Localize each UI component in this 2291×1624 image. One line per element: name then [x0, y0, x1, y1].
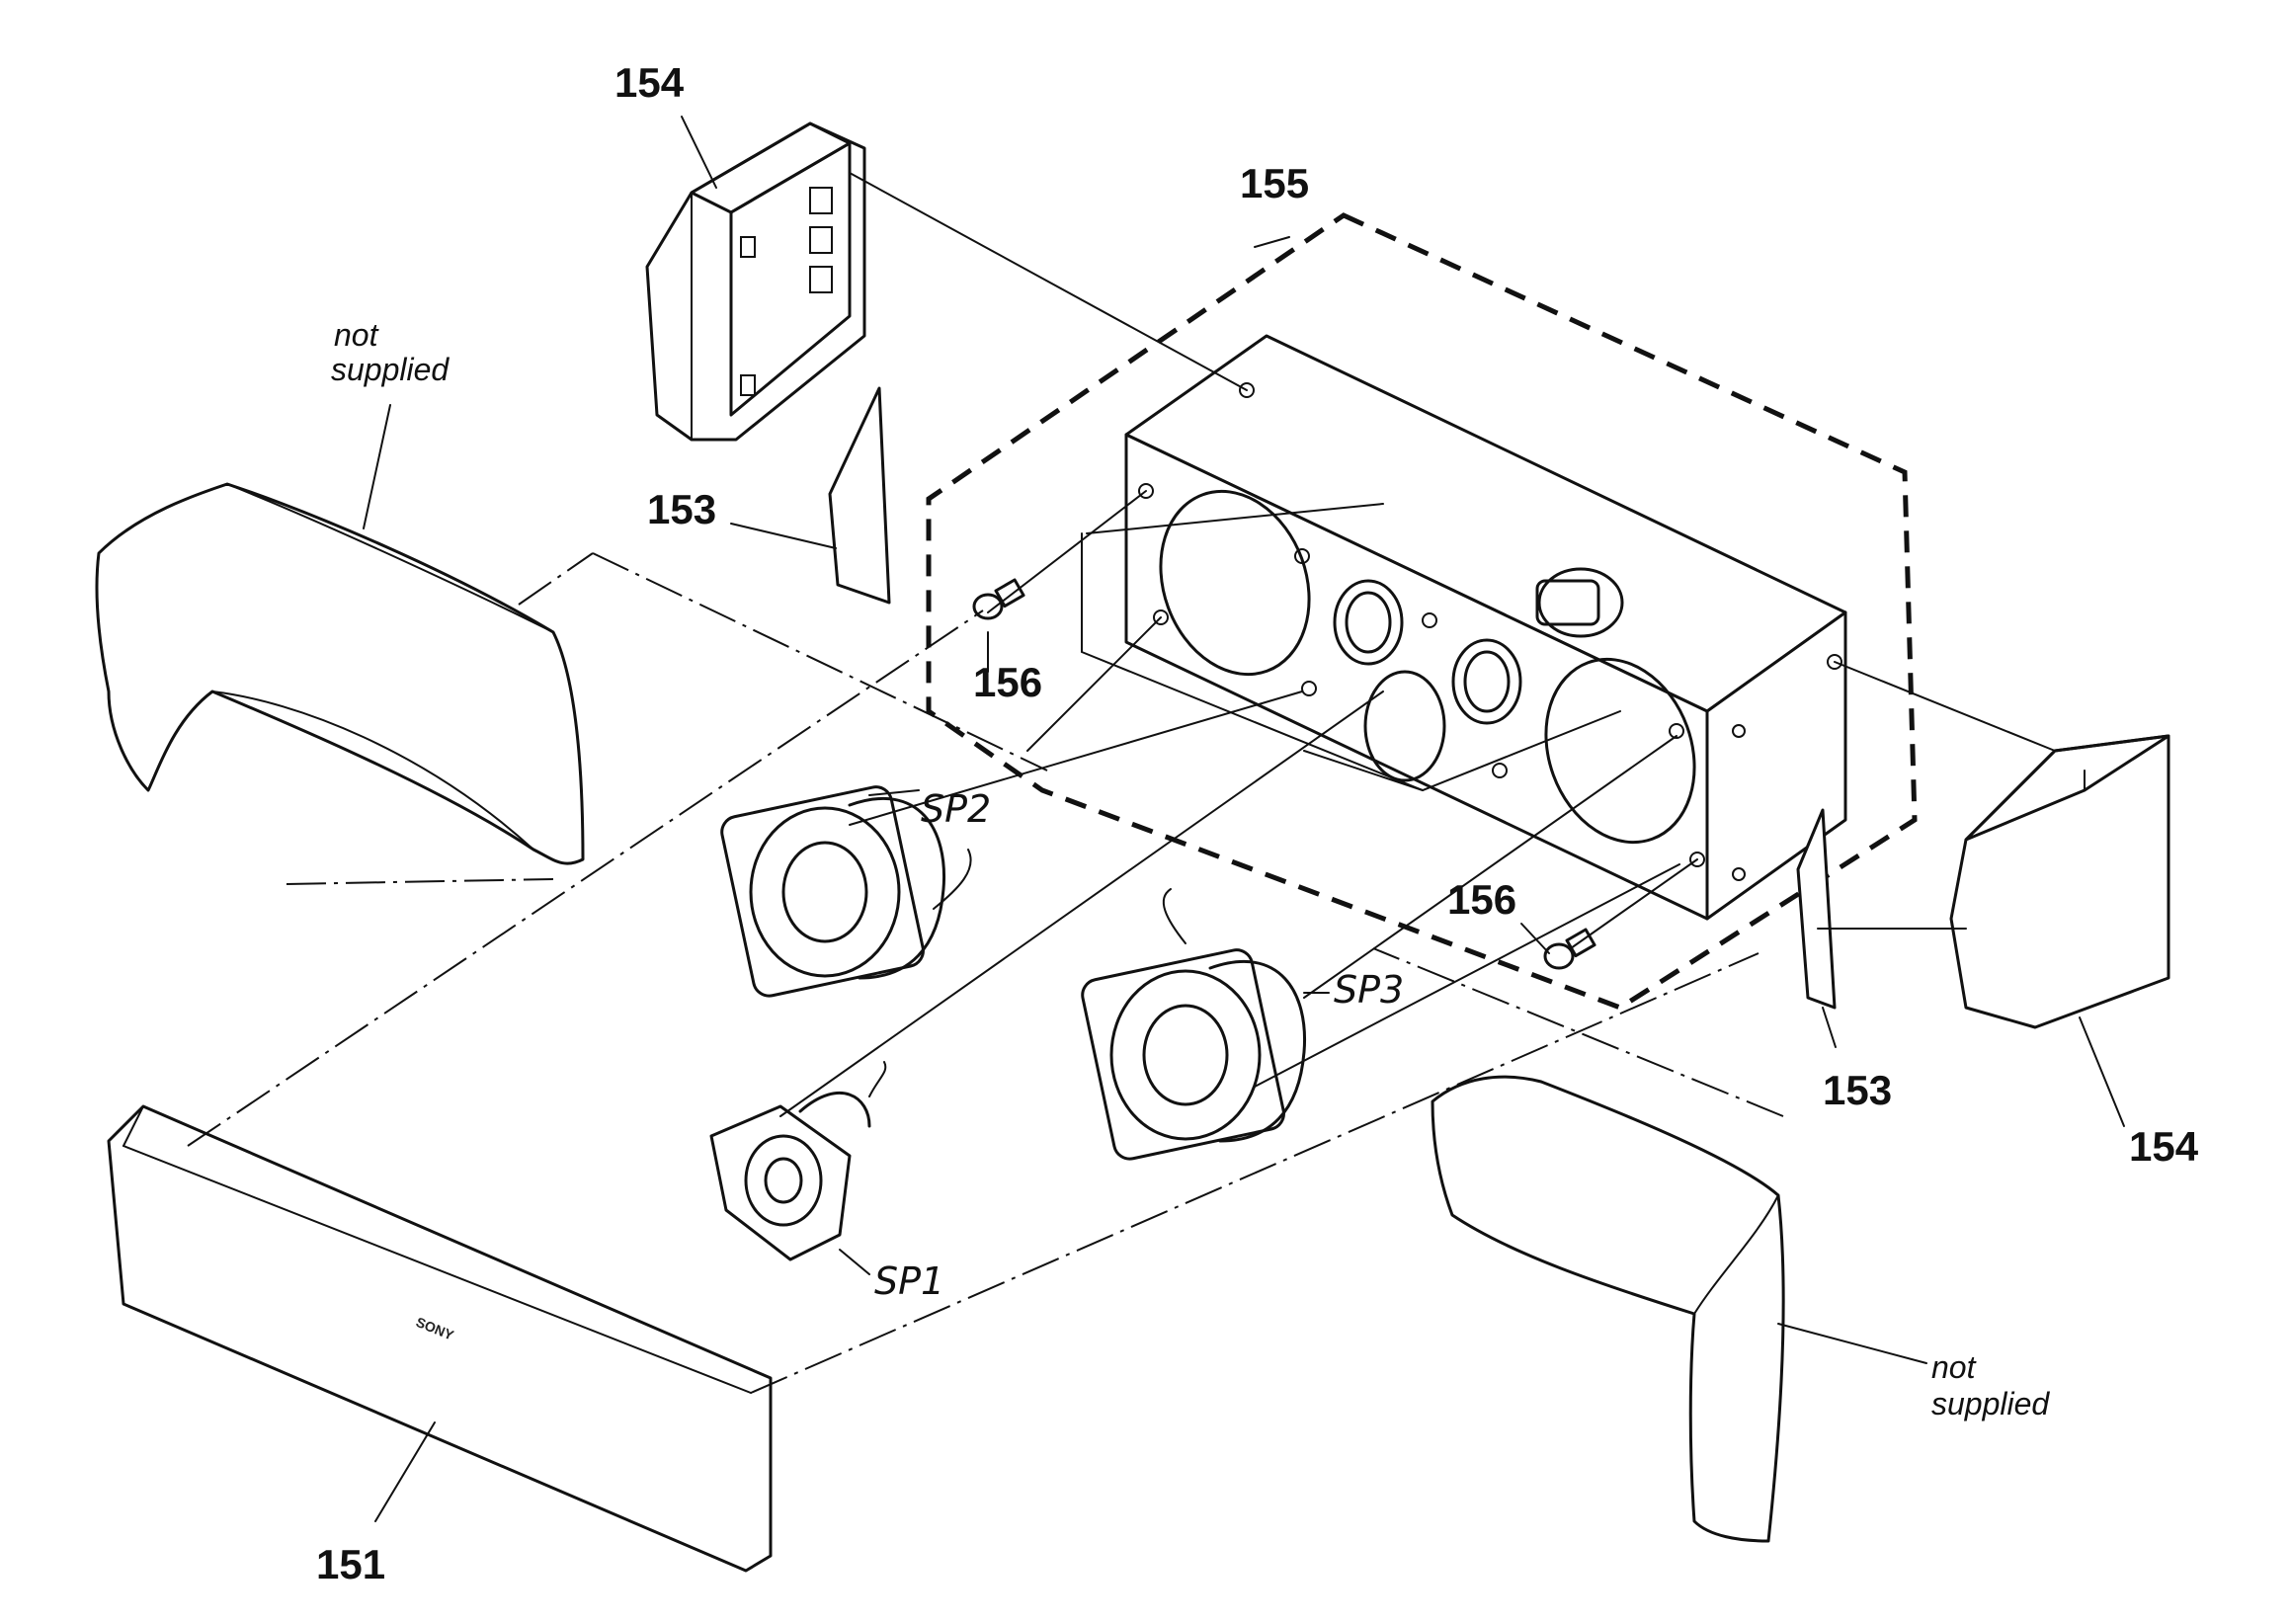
leader-lines	[363, 116, 2125, 1522]
label-sp2: SP2	[921, 787, 991, 831]
side-panel-right	[1949, 734, 2170, 1029]
assembly-guide-lines	[187, 172, 2056, 1394]
packaging-right	[1431, 1075, 1785, 1543]
cabinet-assembly-outline	[926, 212, 1918, 1011]
side-panel-left	[645, 122, 866, 442]
front-grille: SONY	[107, 1104, 773, 1573]
terminal-board-left	[828, 386, 891, 605]
packaging-left	[95, 482, 585, 865]
label-155: 155	[1240, 160, 1309, 206]
label-151: 151	[316, 1541, 385, 1587]
speaker-sp1	[709, 1061, 887, 1261]
cabinet	[1124, 334, 1847, 921]
label-154-top: 154	[614, 59, 685, 106]
label-153-left: 153	[647, 486, 716, 532]
label-156-right: 156	[1447, 876, 1516, 923]
label-156-left: 156	[973, 659, 1042, 705]
label-153-right: 153	[1823, 1067, 1892, 1113]
note-right-line1: not	[1931, 1349, 1977, 1385]
terminal-board-right	[1796, 808, 1837, 1010]
speaker-sp3	[1081, 888, 1307, 1161]
note-left-line2: supplied	[331, 352, 450, 387]
label-154-right: 154	[2129, 1123, 2199, 1170]
note-left-line1: not	[334, 317, 379, 353]
screw-right	[1543, 928, 1596, 970]
label-sp3: SP3	[1334, 968, 1404, 1012]
speaker-sp2	[720, 785, 972, 998]
note-right-line2: supplied	[1931, 1386, 2050, 1421]
label-sp1: SP1	[874, 1259, 944, 1303]
